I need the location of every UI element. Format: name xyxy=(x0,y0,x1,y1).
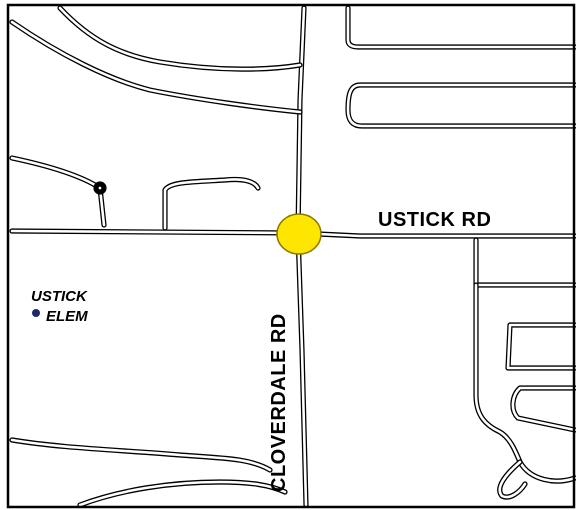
local-road xyxy=(162,176,261,231)
local-road xyxy=(9,155,107,228)
intersection-marker-icon[interactable] xyxy=(276,213,322,255)
local-road xyxy=(497,459,528,500)
ustick-road xyxy=(9,228,576,239)
local-road xyxy=(345,82,576,129)
school-label-line2: ELEM xyxy=(46,308,88,325)
local-road xyxy=(510,385,576,433)
local-road xyxy=(9,437,273,473)
local-road xyxy=(9,19,303,115)
ustick-rd-label: USTICK RD xyxy=(378,209,491,231)
local-road xyxy=(57,5,303,72)
cloverdale-rd-label: CLOVERDALE RD xyxy=(268,313,290,492)
local-road xyxy=(473,282,576,484)
map-frame xyxy=(6,3,576,509)
local-road xyxy=(345,5,576,50)
local-road xyxy=(77,479,288,508)
school-dot-icon[interactable] xyxy=(32,309,40,317)
local-road xyxy=(505,322,576,371)
school-label-line1: USTICK xyxy=(31,288,88,305)
